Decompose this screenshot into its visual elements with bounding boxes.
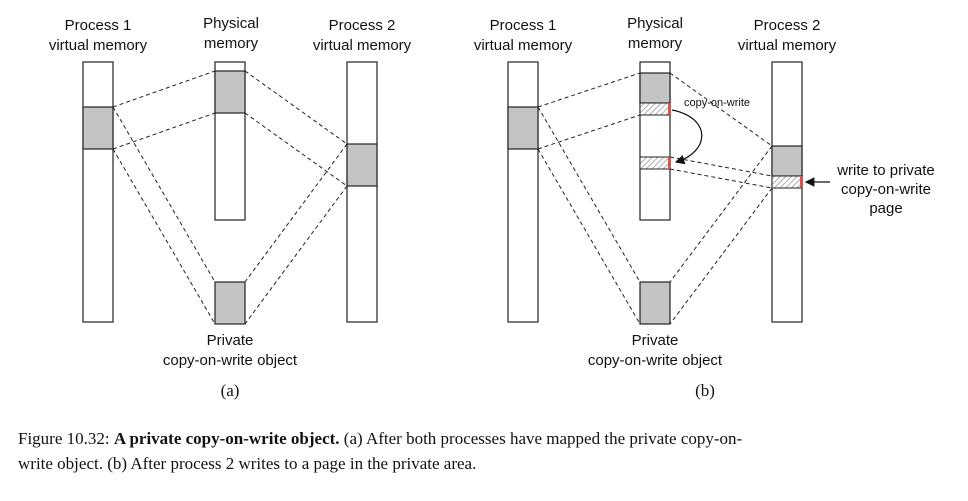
object-label-line2-b: copy-on-write object [588, 352, 723, 369]
write-marker-copy [668, 157, 671, 169]
proc2-private-area-b [771, 145, 803, 177]
copy-on-write-arrow [671, 109, 703, 165]
object-label-line2: copy-on-write object [163, 352, 298, 369]
proc1-title-line1-b: Process 1 [490, 17, 557, 34]
proc2-title-line2: virtual memory [313, 37, 412, 54]
proc2-title-line2-b: virtual memory [738, 37, 837, 54]
phys-copied-page [639, 156, 671, 170]
cow-object-b [639, 281, 671, 325]
cow-object [214, 281, 246, 325]
caption-prefix: Figure 10.32: [18, 429, 114, 448]
caption-text-line2: write object. (b) After process 2 writes… [18, 454, 477, 473]
proc1-title-line2-b: virtual memory [474, 37, 573, 54]
proc1-title-line1: Process 1 [65, 17, 132, 34]
mapping-lines-b [537, 72, 773, 325]
proc1-private-area [82, 106, 114, 150]
phys-mapped-area-b [639, 72, 671, 104]
phys-title-line2-b: memory [628, 35, 683, 52]
proc1-private-area-b [507, 106, 539, 150]
phys-mapped-area [214, 70, 246, 114]
object-label-line1-b: Private [632, 332, 679, 349]
write-label-line2: copy-on-write [841, 181, 931, 198]
proc2-private-area [346, 143, 378, 187]
panel-b-sublabel: (b) [695, 381, 715, 400]
write-marker-proc2 [800, 176, 803, 188]
panel-a-sublabel: (a) [221, 381, 240, 400]
proc2-title-line1: Process 2 [329, 17, 396, 34]
caption-text-line1: (a) After both processes have mapped the… [339, 429, 743, 448]
proc2-vm-column-b [771, 61, 803, 323]
phys-original-page [639, 102, 671, 116]
write-label-line3: page [869, 200, 902, 217]
write-marker-original [668, 103, 671, 115]
proc1-vm-column-b [507, 61, 539, 323]
mapping-lines-a [112, 70, 348, 325]
proc2-vm-column [346, 61, 378, 323]
panel-a: Process 1 virtual memory Physical memory… [49, 15, 412, 400]
write-label-line1: write to private [836, 162, 935, 179]
proc2-written-page [771, 175, 803, 189]
phys-title-line2: memory [204, 35, 259, 52]
phys-title-line1: Physical [203, 15, 259, 32]
caption-title: A private copy-on-write object. [113, 429, 340, 448]
proc2-title-line1-b: Process 2 [754, 17, 821, 34]
proc1-vm-column [82, 61, 114, 323]
panel-b: Process 1 virtual memory Physical memory… [474, 15, 935, 400]
phys-title-line1-b: Physical [627, 15, 683, 32]
figure-caption: Figure 10.32: A private copy-on-write ob… [18, 426, 958, 476]
proc1-title-line2: virtual memory [49, 37, 148, 54]
copy-on-write-label: copy-on-write [684, 97, 750, 109]
object-label-line1: Private [207, 332, 254, 349]
